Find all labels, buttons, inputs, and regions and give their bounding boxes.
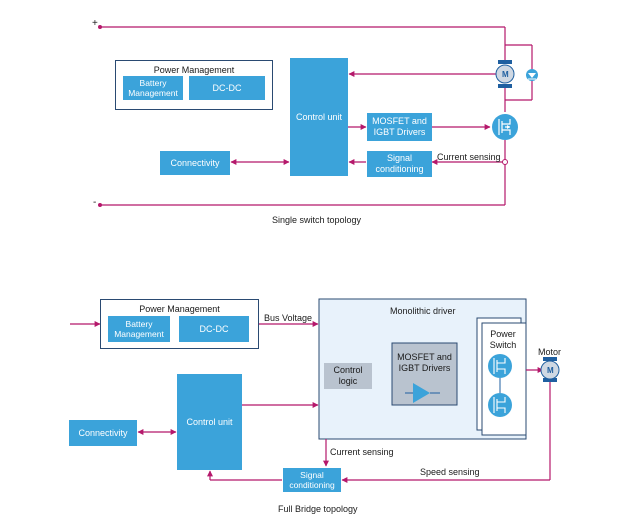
top-current-sensing-label: Current sensing: [437, 152, 501, 162]
bottom-power-management-title: Power Management: [139, 304, 220, 314]
top-wires: [100, 26, 533, 206]
control-logic-block: Control logic: [324, 363, 372, 389]
bottom-wires: [70, 321, 551, 483]
monolithic-driver-title: Monolithic driver: [390, 306, 456, 316]
top-power-management-title: Power Management: [153, 65, 235, 75]
bottom-motor-letter: M: [547, 366, 554, 375]
bottom-caption: Full Bridge topology: [278, 504, 358, 514]
top-plus-label: +: [92, 18, 98, 29]
top-connectivity-block: Connectivity: [160, 151, 230, 175]
top-battery-management-block: Battery Management: [123, 76, 183, 100]
bottom-dc-dc-block: DC-DC: [179, 316, 249, 342]
bottom-battery-management-block: Battery Management: [108, 316, 170, 342]
top-minus-label: -: [93, 197, 97, 208]
motor-label: Motor: [538, 347, 562, 357]
driver-triangle-icon: [405, 383, 440, 403]
speed-sensing-label: Speed sensing: [420, 467, 480, 477]
bottom-signal-conditioning-block: Signal conditioning: [283, 468, 341, 492]
top-mosfet-drivers-block: MOSFET and IGBT Drivers: [367, 113, 432, 141]
top-motor-letter: M: [502, 70, 509, 79]
top-signal-conditioning-block: Signal conditioning: [367, 151, 432, 177]
top-caption: Single switch topology: [272, 215, 362, 225]
top-motor-icon: [495, 60, 515, 88]
bottom-mosfet-drivers-label: MOSFET and IGBT Drivers: [397, 352, 452, 373]
top-diode-icon: [526, 69, 538, 81]
top-control-unit-block: Control unit: [290, 58, 348, 176]
bottom-switch-icon-2: [488, 393, 512, 417]
bottom-motor-icon: [540, 357, 560, 382]
bottom-switch-icon-1: [488, 354, 512, 378]
top-dc-dc-block: DC-DC: [189, 76, 265, 100]
bottom-connectivity-block: Connectivity: [69, 420, 137, 446]
bottom-control-unit-block: Control unit: [177, 374, 242, 470]
bottom-current-sensing-label: Current sensing: [330, 447, 394, 457]
top-switch-icon: [492, 114, 518, 140]
power-switch-label: Power Switch: [489, 329, 517, 350]
bus-voltage-label: Bus Voltage: [264, 313, 313, 323]
